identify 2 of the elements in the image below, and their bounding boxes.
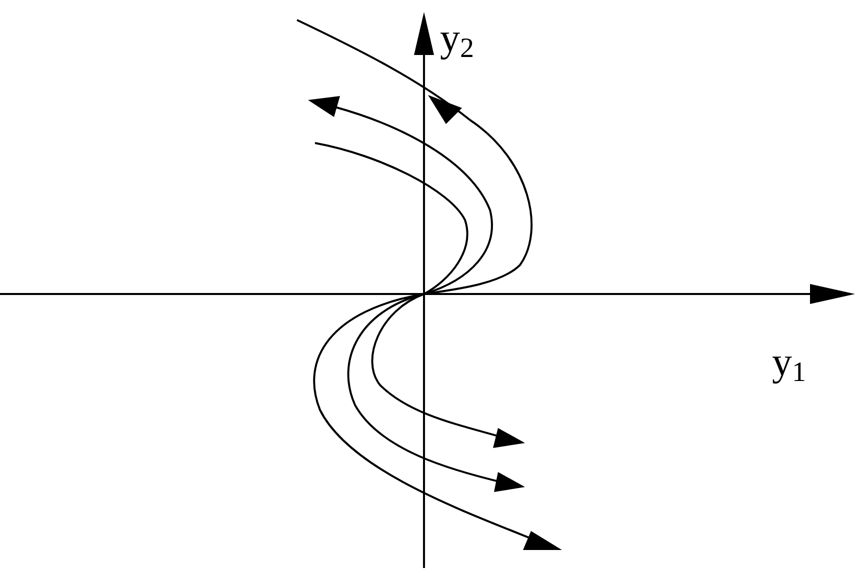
y-axis-label: y$_{2}$ <box>440 18 474 58</box>
x-axis-label: y$_{1}$ <box>772 342 806 382</box>
